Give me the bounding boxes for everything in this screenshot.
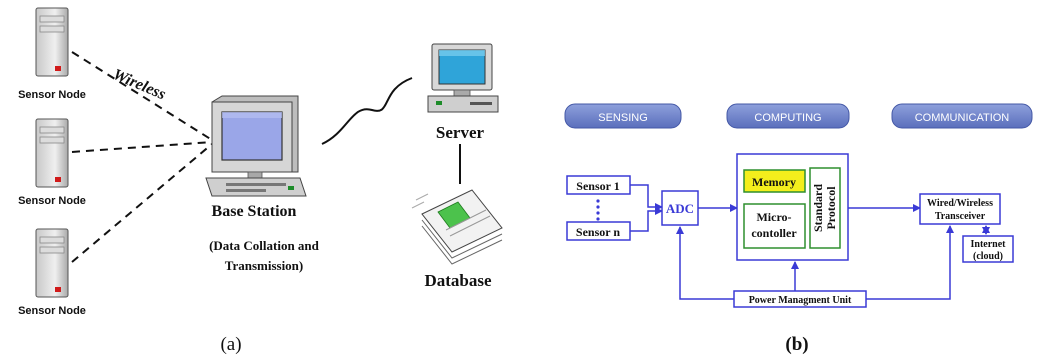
adc-box: ADC <box>661 190 699 226</box>
sensor-n-box: Sensor n <box>566 221 631 241</box>
base-station-note-line1: (Data Collation and <box>209 238 320 253</box>
protocol-label-line2: Protocol <box>824 186 838 230</box>
internet-cloud-box: Internet (cloud) <box>962 235 1014 263</box>
database-label: Database <box>424 271 492 290</box>
transceiver-label-line1: Wired/Wireless <box>927 198 993 209</box>
server-tower-icon <box>35 7 69 77</box>
section-label: SENSING <box>598 112 648 124</box>
wireless-link-3 <box>71 143 213 263</box>
power-management-label: Power Managment Unit <box>749 295 852 306</box>
sensor-1-box: Sensor 1 <box>566 175 631 195</box>
section-sensing: SENSING <box>564 103 682 129</box>
transceiver-label-line2: Transceiver <box>935 211 986 222</box>
internet-label-line2: (cloud) <box>973 251 1003 262</box>
panel-b-caption: (b) <box>785 334 808 355</box>
sensor-node-1: Sensor Node <box>18 7 86 101</box>
sensor-node-3: Sensor Node <box>18 228 86 317</box>
sensor-1-to-adc-arrow <box>630 184 663 211</box>
protocol-box: Standard Protocol <box>809 167 841 249</box>
computing-block: Memory Micro- contoller Standard Protoco… <box>736 153 849 261</box>
protocol-label-line1: Standard <box>811 184 825 232</box>
server-tower-icon <box>35 118 69 188</box>
power-to-adc-arrow <box>676 226 734 300</box>
sensor-node-label: Sensor Node <box>18 89 86 101</box>
server-tower-icon <box>35 228 69 298</box>
power-to-transceiver-arrow <box>866 225 954 300</box>
section-label: COMPUTING <box>754 112 821 124</box>
database-icon <box>411 189 503 265</box>
panel-a: Sensor Node Sensor Node Sensor Node <box>18 7 503 355</box>
section-computing: COMPUTING <box>726 103 850 129</box>
server-computer-icon <box>427 43 499 113</box>
sensor-1-label: Sensor 1 <box>576 179 619 193</box>
internet-label-line1: Internet <box>971 239 1007 250</box>
sensor-node-2: Sensor Node <box>18 118 86 207</box>
microcontroller-box: Micro- contoller <box>743 203 806 249</box>
memory-box: Memory <box>743 169 806 193</box>
micro-label-line2: contoller <box>751 226 797 240</box>
sensor-node-label: Sensor Node <box>18 195 86 207</box>
section-communication: COMMUNICATION <box>891 103 1033 129</box>
memory-label: Memory <box>752 175 796 189</box>
sensor-dots <box>596 199 600 221</box>
panel-a-caption: (a) <box>220 334 241 355</box>
base-station-note-line2: Transmission) <box>225 258 304 273</box>
network-cable <box>321 77 413 145</box>
base-station-computer-icon <box>205 95 307 197</box>
power-management-box: Power Managment Unit <box>733 290 867 308</box>
section-label: COMMUNICATION <box>915 112 1010 124</box>
sensor-node-label: Sensor Node <box>18 305 86 317</box>
adc-label: ADC <box>666 201 694 216</box>
wireless-link-1 <box>71 51 213 141</box>
sensor-n-label: Sensor n <box>576 225 620 239</box>
transceiver-box: Wired/Wireless Transceiver <box>919 193 1001 225</box>
panel-b: SENSING COMPUTING COMMUNICATION Sensor 1… <box>564 103 1033 355</box>
base-station-label: Base Station <box>212 203 297 220</box>
wireless-label: Wireless <box>110 66 168 103</box>
server-label: Server <box>436 123 485 142</box>
sensor-n-to-adc-arrow <box>630 207 663 232</box>
wireless-link-2 <box>71 141 213 153</box>
micro-label-line1: Micro- <box>756 210 791 224</box>
